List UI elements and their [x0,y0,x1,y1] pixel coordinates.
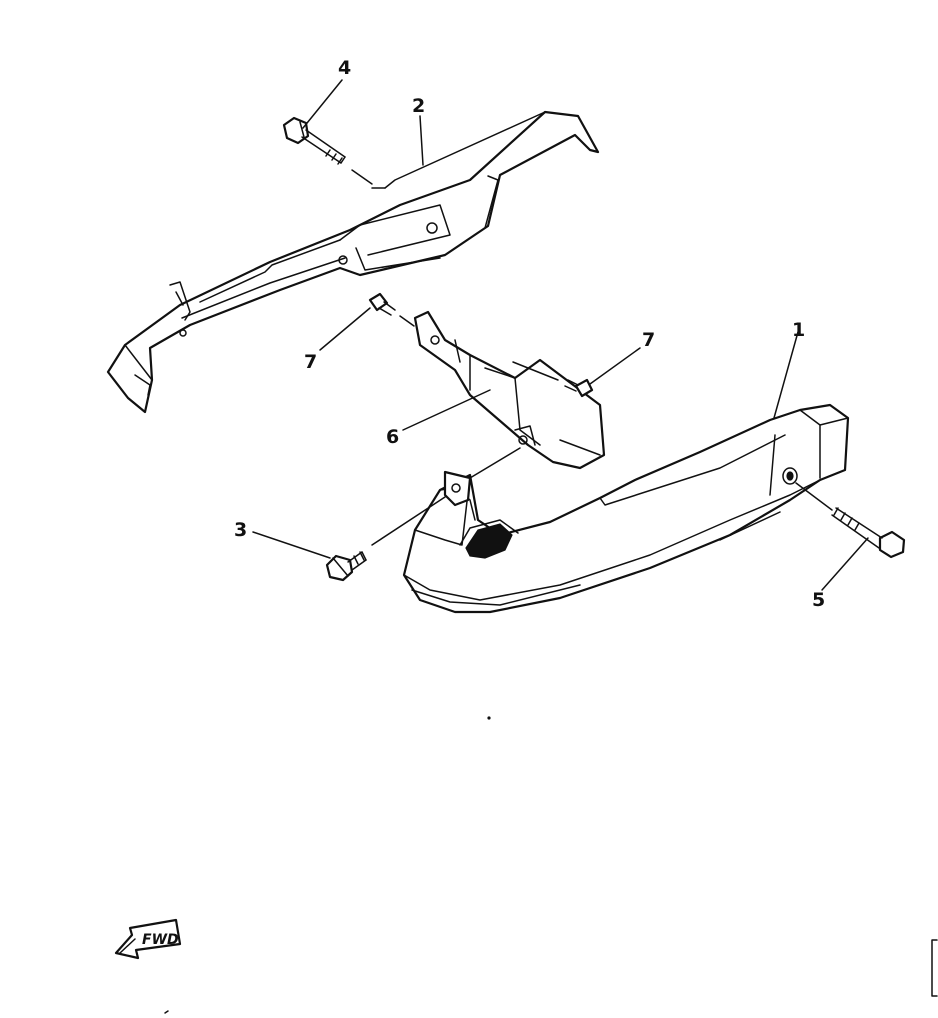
part-5-bolt [795,482,906,559]
leader-6 [402,389,491,431]
leader-7b [589,347,641,385]
part-2-chain-guard [106,110,600,414]
leader-5 [821,537,869,591]
corner-bracket [931,939,938,997]
callout-4: 4 [338,57,351,79]
fwd-arrow-icon: FWD [114,918,182,960]
leader-3 [252,531,331,559]
part-3-bolt [325,496,446,582]
stray-mark [164,1010,169,1014]
part-6-bracket [413,310,606,470]
callout-7-right: 7 [642,329,655,351]
leader-1 [773,331,799,419]
leader-lines [252,79,869,591]
callout-6: 6 [386,426,399,448]
leader-2 [419,115,424,166]
callout-7-left: 7 [304,351,317,373]
part-7-screw-right [512,361,594,398]
part-1-lower-cover [402,403,850,614]
callout-3: 3 [234,519,247,541]
callout-5: 5 [812,589,825,611]
leader-7a [319,307,371,351]
stray-dot [487,716,491,720]
callout-2: 2 [412,95,425,117]
part-7-screw-upper [368,292,415,327]
leader-4 [302,79,343,129]
fwd-label: FWD [142,932,179,948]
part-4-bolt [282,116,373,185]
callout-1: 1 [792,319,805,341]
leader-6b [469,447,521,479]
